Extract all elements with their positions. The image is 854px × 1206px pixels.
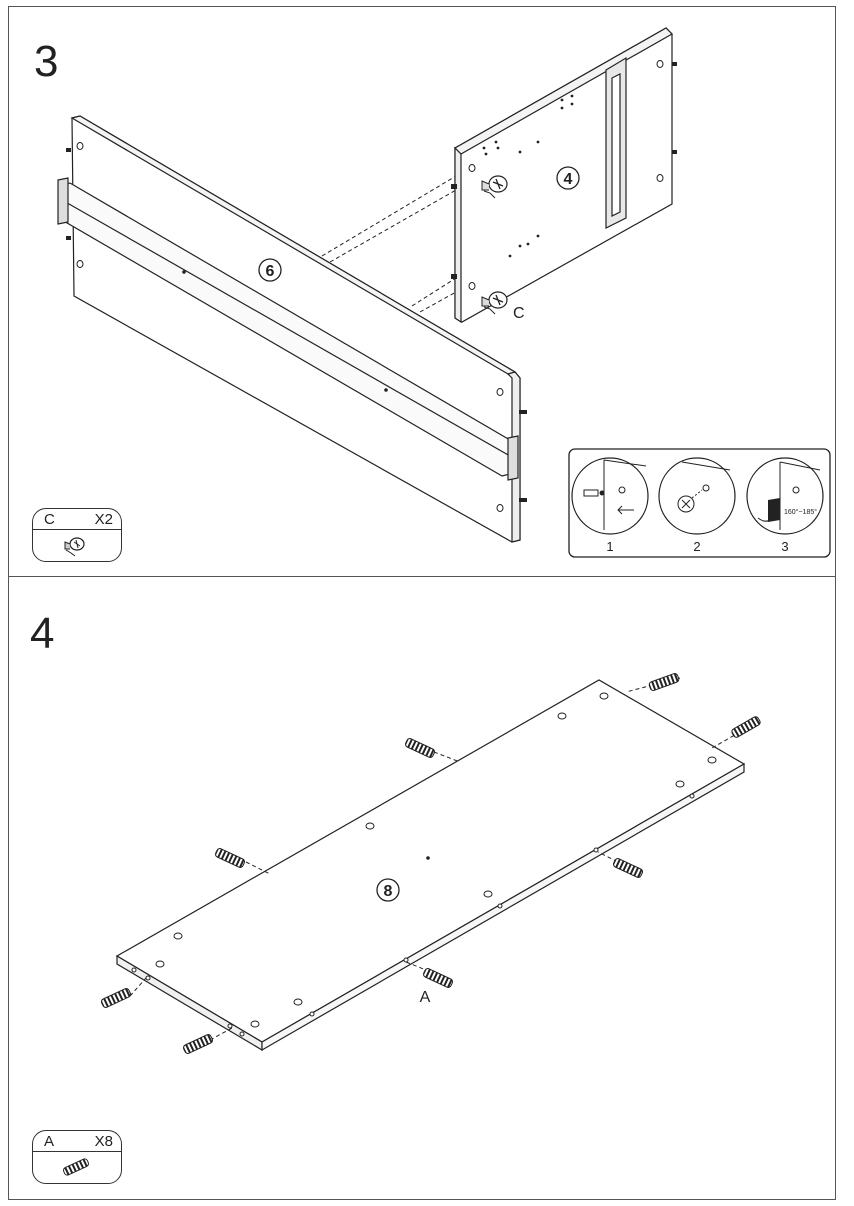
panel-6 bbox=[57, 115, 521, 543]
step-3-number: 3 bbox=[34, 37, 59, 86]
part-code: A bbox=[44, 1133, 55, 1150]
part-quantity: X2 bbox=[94, 511, 113, 528]
cam-callout-label: C bbox=[513, 305, 525, 322]
angle-label: 160°~185° bbox=[784, 508, 817, 516]
panel-6-label: 6 bbox=[266, 263, 275, 280]
detail-frame-2-label: 2 bbox=[693, 539, 700, 554]
detail-inset bbox=[568, 448, 831, 558]
label-6-circle bbox=[258, 258, 282, 282]
page-frame bbox=[8, 6, 836, 1200]
cam-lock-icon bbox=[64, 537, 85, 557]
dowel-callout-label: A bbox=[420, 989, 431, 1006]
part-quantity: X8 bbox=[94, 1133, 113, 1150]
parts-box-step-4: A X8 bbox=[32, 1130, 122, 1184]
parts-box-header: A X8 bbox=[33, 1131, 121, 1152]
part-code: C bbox=[44, 511, 55, 528]
panel-8 bbox=[115, 679, 746, 1052]
panel-4-label: 4 bbox=[564, 171, 573, 188]
parts-box-step-3: C X2 bbox=[32, 508, 122, 562]
dowel-icon bbox=[63, 1158, 89, 1176]
panel-8-label: 8 bbox=[384, 883, 393, 900]
step-4-number: 4 bbox=[30, 609, 55, 658]
detail-frame-1-label: 1 bbox=[606, 539, 613, 554]
panel-4 bbox=[454, 27, 673, 324]
step-divider bbox=[8, 576, 836, 577]
parts-box-header: C X2 bbox=[33, 509, 121, 530]
detail-frame-3-label: 3 bbox=[781, 539, 788, 554]
